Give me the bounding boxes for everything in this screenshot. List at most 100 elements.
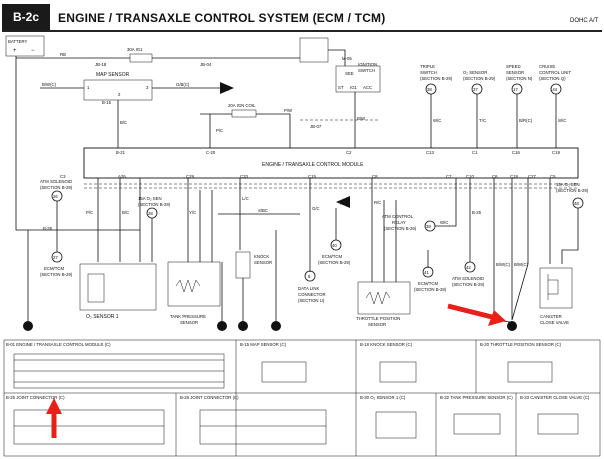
ground-10: 10: [238, 321, 248, 331]
svg-text:CONTROL UNIT: CONTROL UNIT: [539, 70, 571, 75]
throttle-wires: [371, 178, 397, 262]
fuse-main: [129, 53, 153, 63]
ecm-label: ENGINE / TRANSAXLE CONTROL MODULE: [262, 162, 364, 168]
svg-text:(SECTION B-29): (SECTION B-29): [414, 287, 447, 292]
svg-text:P/C: P/C: [216, 128, 223, 133]
ign-pin-acc: ACC: [363, 85, 372, 90]
atm-control-relay: ATM CONTROL RELAY (SECTION B-29) 39: [382, 214, 436, 232]
svg-text:RB: RB: [60, 52, 66, 57]
connector-b33: B-33 CANISTER CLOSE VALVE (C): [520, 395, 590, 435]
ecm-shield-lines: [84, 183, 578, 189]
svg-text:B-30 O₂ SENSOR 1 (C): B-30 O₂ SENSOR 1 (C): [360, 395, 406, 400]
svg-text:CLOSE VALVE: CLOSE VALVE: [540, 320, 569, 325]
battery-minus: −: [31, 48, 35, 54]
svg-text:W/C: W/C: [440, 220, 448, 225]
connector-b20: B-20 THROTTLE POSITION SENSOR (C): [480, 342, 562, 383]
svg-text:G/B(C): G/B(C): [176, 82, 190, 87]
svg-text:SPEED: SPEED: [506, 64, 521, 69]
svg-text:C-20: C-20: [206, 150, 216, 155]
svg-text:(SECTION B-29): (SECTION B-29): [40, 272, 73, 277]
data-link-connector: 8 DATA LINK CONNECTOR (SECTION U): [298, 270, 326, 303]
o2-sen-right-ref: 15A O₂ SEN (SECTION B-29) 48: [556, 182, 589, 209]
ground-11: 11: [271, 321, 281, 331]
svg-text:B-25: B-25: [472, 210, 482, 215]
svg-text:S/BC: S/BC: [258, 208, 268, 213]
svg-text:C6: C6: [492, 174, 498, 179]
svg-text:12: 12: [508, 324, 513, 329]
svg-text:9: 9: [220, 324, 223, 329]
svg-text:T/C: T/C: [479, 118, 486, 123]
svg-text:ECM/TCM: ECM/TCM: [418, 281, 438, 286]
right-ground-wires: [493, 178, 529, 323]
svg-text:C13: C13: [426, 150, 434, 155]
connector-b18: B-18 KNOCK SENSOR (C): [360, 342, 417, 383]
map-sensor-label: MAP SENSOR: [96, 72, 130, 78]
svg-text:ATM CONTROL: ATM CONTROL: [382, 214, 414, 219]
header-rule: [2, 30, 602, 32]
svg-text:26: 26: [53, 194, 58, 199]
connector-panel: [3, 339, 601, 457]
svg-text:(SECTION Q): (SECTION Q): [539, 76, 566, 81]
svg-text:C3: C3: [60, 174, 66, 179]
svg-text:C18: C18: [510, 174, 518, 179]
svg-text:4: 4: [26, 324, 29, 329]
svg-text:ATM SOLENOID: ATM SOLENOID: [452, 276, 484, 281]
ign-title-2: IGNITION: [358, 62, 377, 67]
svg-text:CRUISE: CRUISE: [539, 64, 555, 69]
svg-text:B/C: B/C: [120, 120, 127, 125]
svg-text:CANISTER: CANISTER: [540, 314, 562, 319]
battery-label: BATTERY: [8, 39, 28, 44]
ref-arrow-a2: [336, 196, 350, 208]
svg-text:38: 38: [427, 87, 432, 92]
svg-text:(SECTION U): (SECTION U): [298, 298, 325, 303]
throttle-pins: [371, 262, 397, 282]
svg-text:A26: A26: [118, 174, 126, 179]
svg-text:CONNECTOR: CONNECTOR: [298, 292, 326, 297]
svg-text:3: 3: [146, 85, 149, 90]
ground-12: 12: [507, 321, 517, 331]
svg-text:W/C: W/C: [433, 118, 441, 123]
svg-text:C16: C16: [512, 150, 520, 155]
top-ref-3: SPEED SENSOR (SECTION N) 17: [506, 64, 533, 95]
ground-left: 4: [23, 321, 33, 331]
map-sensor: MAP SENSOR 1 3 2: [83, 72, 153, 101]
svg-text:A: A: [226, 87, 229, 92]
svg-text:C2: C2: [346, 150, 352, 155]
svg-text:O₂ SENSOR 1: O₂ SENSOR 1: [86, 314, 119, 320]
svg-text:48: 48: [574, 201, 579, 206]
svg-text:10: 10: [239, 324, 244, 329]
ign-pin-st: ST: [338, 85, 344, 90]
svg-text:B-25 JOINT CONNECTOR (C): B-25 JOINT CONNECTOR (C): [6, 395, 65, 400]
svg-text:(SECTION B-29): (SECTION B-29): [556, 188, 589, 193]
svg-text:DATA LINK: DATA LINK: [298, 286, 319, 291]
svg-text:15A O₂ SEN: 15A O₂ SEN: [138, 196, 162, 201]
svg-text:C29: C29: [186, 174, 194, 179]
svg-text:SENSOR: SENSOR: [506, 70, 524, 75]
svg-text:144: 144: [550, 87, 558, 92]
svg-text:B/W(C): B/W(C): [42, 82, 57, 87]
svg-text:B-21: B-21: [116, 150, 126, 155]
svg-text:TRIPLE: TRIPLE: [420, 64, 435, 69]
svg-text:P/W: P/W: [284, 108, 293, 113]
svg-text:C5: C5: [550, 174, 556, 179]
ref-arrow-a1: [220, 82, 234, 94]
model-label: DOHC A/T: [570, 18, 599, 24]
svg-text:ECM/TCM: ECM/TCM: [322, 254, 342, 259]
svg-text:B-15 MAP SENSOR (C): B-15 MAP SENSOR (C): [240, 342, 287, 347]
o2-sensor-wires: [97, 178, 141, 262]
svg-text:G/C: G/C: [312, 206, 320, 211]
svg-text:P/C: P/C: [86, 210, 93, 215]
svg-text:2: 2: [118, 92, 121, 97]
svg-text:28: 28: [148, 211, 153, 216]
svg-text:1: 1: [87, 85, 90, 90]
svg-text:A: A: [340, 201, 343, 206]
svg-text:ATM SOLENOID: ATM SOLENOID: [40, 179, 72, 184]
connector-b15: B-15 MAP SENSOR (C): [240, 342, 307, 383]
svg-text:17: 17: [513, 87, 518, 92]
svg-text:11: 11: [272, 324, 277, 329]
svg-text:KNOCK: KNOCK: [254, 254, 269, 259]
svg-text:C27: C27: [528, 174, 536, 179]
ecm-tcm-mid: 40 ECM/TCM (SECTION B-29): [318, 239, 351, 265]
connector-b01: B-01 ENGINE / TRANSAXLE CONTROL MODULE (…: [6, 342, 225, 389]
